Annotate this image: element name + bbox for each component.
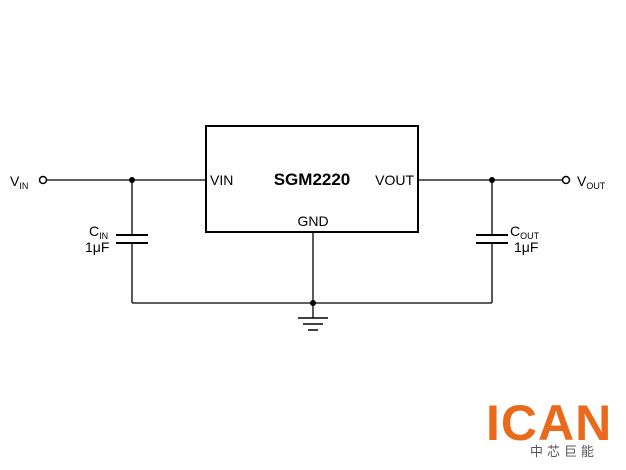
output-label: VOUT xyxy=(577,173,606,191)
cout-label: COUT xyxy=(510,223,540,241)
ic-body xyxy=(205,125,419,233)
cout-value: 1μF xyxy=(514,239,538,255)
input-label: VIN xyxy=(10,173,28,191)
logo-tagline: 中芯巨能 xyxy=(530,445,598,460)
ican-logo: ICAN 中芯巨能 xyxy=(486,395,612,460)
logo-text: ICAN xyxy=(486,395,612,451)
ic-pin-vin: VIN xyxy=(210,172,233,188)
ic-pin-gnd: GND xyxy=(297,213,328,229)
cin-capacitor xyxy=(116,180,148,303)
cin-value: 1μF xyxy=(85,239,109,255)
ic-pin-vout: VOUT xyxy=(375,172,414,188)
cin-label: CIN xyxy=(89,223,108,241)
ic-name: SGM2220 xyxy=(274,170,351,189)
junction-dot-ground xyxy=(310,300,316,306)
input-terminal xyxy=(38,175,48,185)
output-terminal xyxy=(561,175,571,185)
cout-capacitor xyxy=(476,180,508,303)
ground-symbol xyxy=(298,317,328,331)
